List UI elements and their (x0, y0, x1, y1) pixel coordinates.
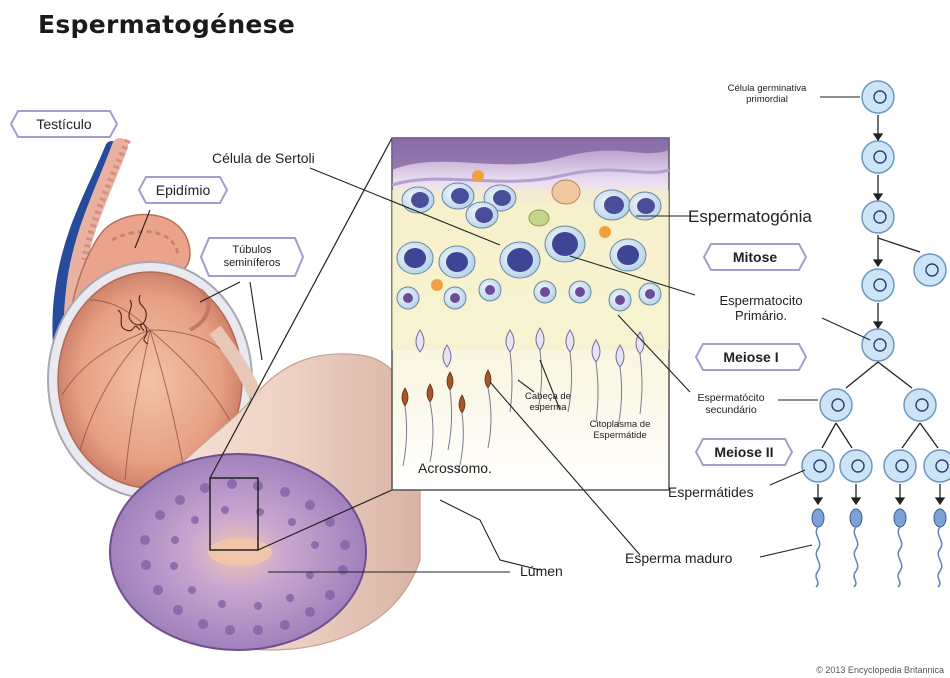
label-lumen: Lúmen (520, 563, 563, 579)
label-meiose2: Meiose II (695, 438, 793, 466)
label-meiose1: Meiose I (695, 343, 807, 371)
label-mitose: Mitose (703, 243, 807, 271)
lineage (802, 81, 950, 587)
label-sertoli: Célula de Sertoli (212, 150, 315, 166)
label-cabeca: Cabeça de esperma (520, 392, 576, 414)
label-epididimio: Epidímio (138, 176, 228, 204)
credit: © 2013 Encyclopedia Britannica (816, 665, 944, 675)
label-acrossomo: Acrossomo. (418, 460, 492, 476)
label-espermatogonia: Espermatogónia (688, 207, 812, 227)
label-espermatides: Espermátides (668, 484, 754, 500)
label-germinativa: Célula germinativa primordial (718, 84, 816, 106)
label-espermatocito-primario: Espermatocito Primário. (706, 294, 816, 324)
label-esperma-maduro: Esperma maduro (625, 550, 732, 566)
label-citoplasma: Citoplasma de Espermátide (574, 420, 666, 442)
label-tubulos: Túbulos seminíferos (200, 237, 304, 277)
label-espermatocito-secundario: Espermatócito secundário (686, 392, 776, 416)
page-title: Espermatogénese (38, 10, 295, 39)
label-testiculo: Testículo (10, 110, 118, 138)
